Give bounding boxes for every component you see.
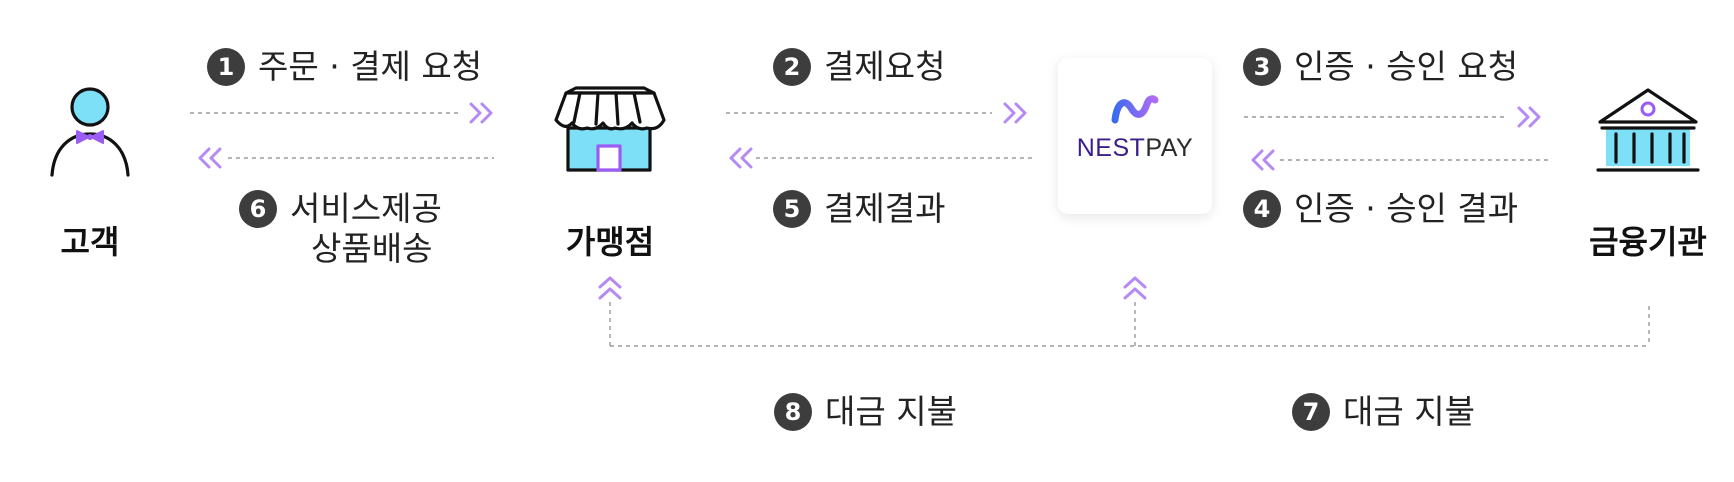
step-badge: 2 xyxy=(773,48,811,86)
step-8: 8 대금 지불 xyxy=(774,392,957,432)
step-label: 주문 · 결제 요청 xyxy=(258,47,483,86)
step-label: 결제결과 xyxy=(824,189,946,228)
double-chevron-left-icon xyxy=(729,147,753,169)
step-label: 대금 지불 xyxy=(1343,392,1475,431)
step-label-line2: 상품배송 xyxy=(311,229,433,268)
step-badge: 1 xyxy=(207,48,245,86)
double-chevron-up-icon xyxy=(598,276,622,300)
step-6: 6 서비스제공 상품배송 xyxy=(239,189,442,269)
double-chevron-right-icon xyxy=(469,102,493,124)
step-1: 1 주문 · 결제 요청 xyxy=(207,47,482,87)
step-badge: 7 xyxy=(1292,393,1330,431)
customer-label: 고객 xyxy=(60,223,120,261)
step-label: 결제요청 xyxy=(824,47,946,86)
bank-label: 금융기관 xyxy=(1589,223,1707,261)
step-7: 7 대금 지불 xyxy=(1292,392,1475,432)
double-chevron-right-icon xyxy=(1517,106,1541,128)
nestpay-logo-icon xyxy=(1111,95,1159,124)
double-chevron-up-icon xyxy=(1123,276,1147,300)
step-3: 3 인증 · 승인 요청 xyxy=(1243,47,1518,87)
step-badge: 6 xyxy=(239,190,277,228)
step-label: 대금 지불 xyxy=(825,392,957,431)
step-4: 4 인증 · 승인 결과 xyxy=(1243,189,1518,229)
step-label: 인증 · 승인 요청 xyxy=(1294,47,1519,86)
person-icon xyxy=(50,87,130,177)
double-chevron-left-icon xyxy=(1251,149,1275,171)
merchant-label: 가맹점 xyxy=(565,223,655,261)
brand-prefix: NEST xyxy=(1076,134,1146,162)
brand-suffix: PAY xyxy=(1145,134,1194,162)
step-badge: 5 xyxy=(773,190,811,228)
nestpay-card: NESTPAY xyxy=(1058,58,1212,214)
step-5: 5 결제결과 xyxy=(773,189,945,229)
store-icon xyxy=(554,86,666,172)
double-chevron-left-icon xyxy=(198,147,222,169)
step-label: 인증 · 승인 결과 xyxy=(1294,189,1519,228)
double-chevron-right-icon xyxy=(1003,102,1027,124)
step-badge: 8 xyxy=(774,393,812,431)
nestpay-brand-text: NESTPAY xyxy=(1058,134,1212,163)
step-2: 2 결제요청 xyxy=(773,47,945,87)
step-label-line1: 서비스제공 xyxy=(290,189,442,228)
bank-icon xyxy=(1596,88,1700,172)
step-badge: 4 xyxy=(1243,190,1281,228)
step-badge: 3 xyxy=(1243,48,1281,86)
